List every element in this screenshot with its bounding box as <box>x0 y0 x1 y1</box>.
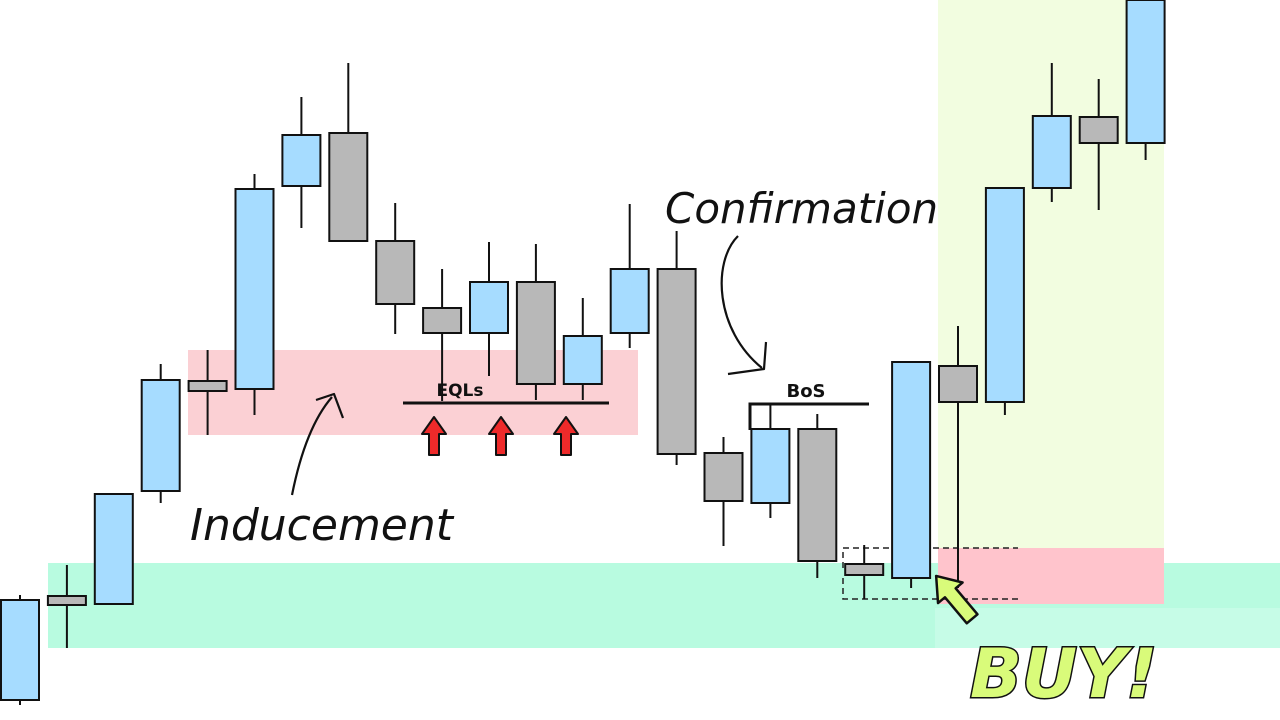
entry-zone <box>938 548 1164 604</box>
candle-bull <box>1125 0 1166 144</box>
up-left-arrow-icon <box>934 574 979 625</box>
candle-bull <box>984 187 1025 403</box>
eqls-label: EQLs <box>436 381 483 401</box>
candle-bull <box>234 188 275 390</box>
up-arrow-icon <box>553 416 579 456</box>
inducement-label: Inducement <box>190 500 455 551</box>
entry-dashed-bottom <box>842 578 1018 600</box>
candle-bull <box>281 134 322 187</box>
candle-bull <box>562 335 603 385</box>
candle-bear <box>515 281 556 385</box>
watermark-band <box>935 608 1280 648</box>
candle-bear <box>844 563 885 576</box>
confirmation-label: Confirmation <box>665 184 938 233</box>
candle-bull <box>609 268 650 334</box>
candle-bull <box>1031 115 1072 189</box>
candle-bear <box>46 595 87 606</box>
candle-bull <box>469 281 509 334</box>
candle-bull <box>750 428 791 504</box>
candle-bull <box>0 599 40 701</box>
candle-bear <box>938 365 978 403</box>
candles-group <box>0 0 1166 705</box>
candle-bear <box>1078 116 1119 144</box>
candle-bear <box>703 452 744 502</box>
inducement-arrow <box>290 396 333 496</box>
candle-bear <box>187 380 228 392</box>
candle-bull <box>891 361 932 579</box>
bos-label: BoS <box>786 381 825 402</box>
candle-bear <box>422 307 463 334</box>
candle-bear <box>375 240 416 305</box>
entry-dashed-top <box>842 547 1018 568</box>
confirmation-arrowhead <box>727 341 768 376</box>
candle-bull <box>93 493 134 605</box>
candle-bull <box>140 379 181 492</box>
buy-label: BUY! <box>970 635 1157 714</box>
inducement-arrowhead <box>315 392 345 419</box>
up-arrow-icon <box>421 416 447 456</box>
confirmation-arrow <box>720 235 763 369</box>
up-arrow-icon <box>488 416 514 456</box>
candle-bear <box>656 268 697 455</box>
bos-line <box>748 402 869 430</box>
candle-bear <box>328 132 369 242</box>
candle-bear <box>797 428 838 562</box>
